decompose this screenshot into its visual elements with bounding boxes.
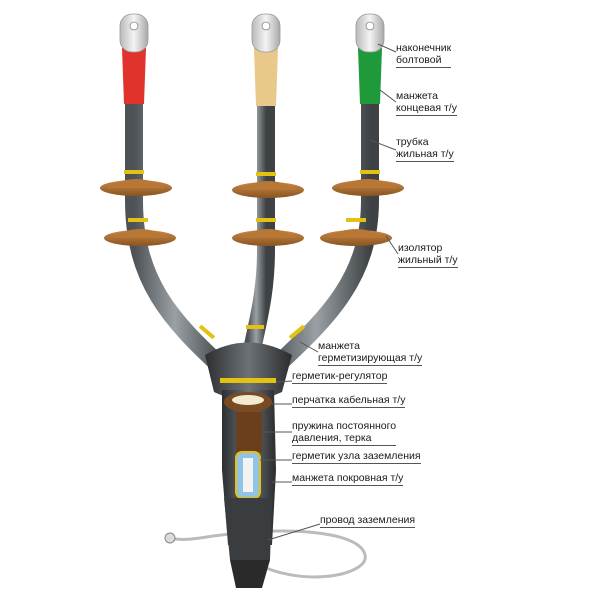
- core-left-tube: [125, 66, 234, 379]
- label-ground-seal: герметик узла заземления: [292, 450, 421, 464]
- label-ground-seal-line1: герметик узла заземления: [292, 450, 421, 464]
- label-core-insulator-line2: жильный т/у: [398, 254, 458, 268]
- end-cuff-green: [358, 48, 382, 104]
- label-seal-cuff: манжета герметизирующая т/у: [318, 340, 423, 366]
- label-spring: пружина постоянного давления, терка: [292, 420, 397, 446]
- label-cable-glove: перчатка кабельная т/у: [292, 394, 406, 408]
- label-ground-wire: провод заземления: [320, 514, 416, 528]
- cover-cuff: [224, 498, 272, 560]
- ground-wire-lug: [164, 532, 176, 544]
- label-core-tube-line2: жильная т/у: [396, 148, 454, 162]
- core-bands: [124, 170, 380, 340]
- label-core-tube: трубка жильная т/у: [396, 136, 454, 162]
- label-spring-line1: пружина постоянного: [292, 420, 397, 432]
- end-cuff-beige: [254, 48, 278, 106]
- label-end-cuff: манжета концевая т/у: [396, 90, 457, 116]
- label-sealant-regulator: герметик-регулятор: [292, 370, 388, 384]
- label-core-tube-line1: трубка: [396, 136, 429, 148]
- label-end-cuff-line1: манжета: [396, 90, 438, 102]
- label-bolt-lug: наконечник болтовой: [396, 42, 452, 68]
- core-right-tube: [263, 66, 379, 379]
- label-bolt-lug-line2: болтовой: [396, 54, 452, 68]
- end-cuff-red: [122, 48, 146, 104]
- label-sealant-regulator-line1: герметик-регулятор: [292, 370, 388, 384]
- label-cover-cuff: манжета покровная т/у: [292, 472, 404, 486]
- leader-lines: [260, 43, 399, 541]
- label-bolt-lug-line1: наконечник: [396, 42, 452, 54]
- label-core-insulator-line1: изолятор: [398, 242, 443, 254]
- label-ground-wire-line1: провод заземления: [320, 514, 416, 528]
- label-end-cuff-line2: концевая т/у: [396, 102, 457, 116]
- label-seal-cuff-line1: манжета: [318, 340, 360, 352]
- label-cover-cuff-line1: манжета покровная т/у: [292, 472, 404, 486]
- seal-cuff: [205, 342, 292, 400]
- label-core-insulator: изолятор жильный т/у: [398, 242, 458, 268]
- insulators: [100, 179, 404, 246]
- bolt-lugs: [119, 13, 385, 53]
- label-spring-line2: давления, терка: [292, 432, 397, 446]
- ground-wire: [169, 529, 367, 579]
- label-cable-glove-line1: перчатка кабельная т/у: [292, 394, 406, 408]
- label-seal-cuff-line2: герметизирующая т/у: [318, 352, 423, 366]
